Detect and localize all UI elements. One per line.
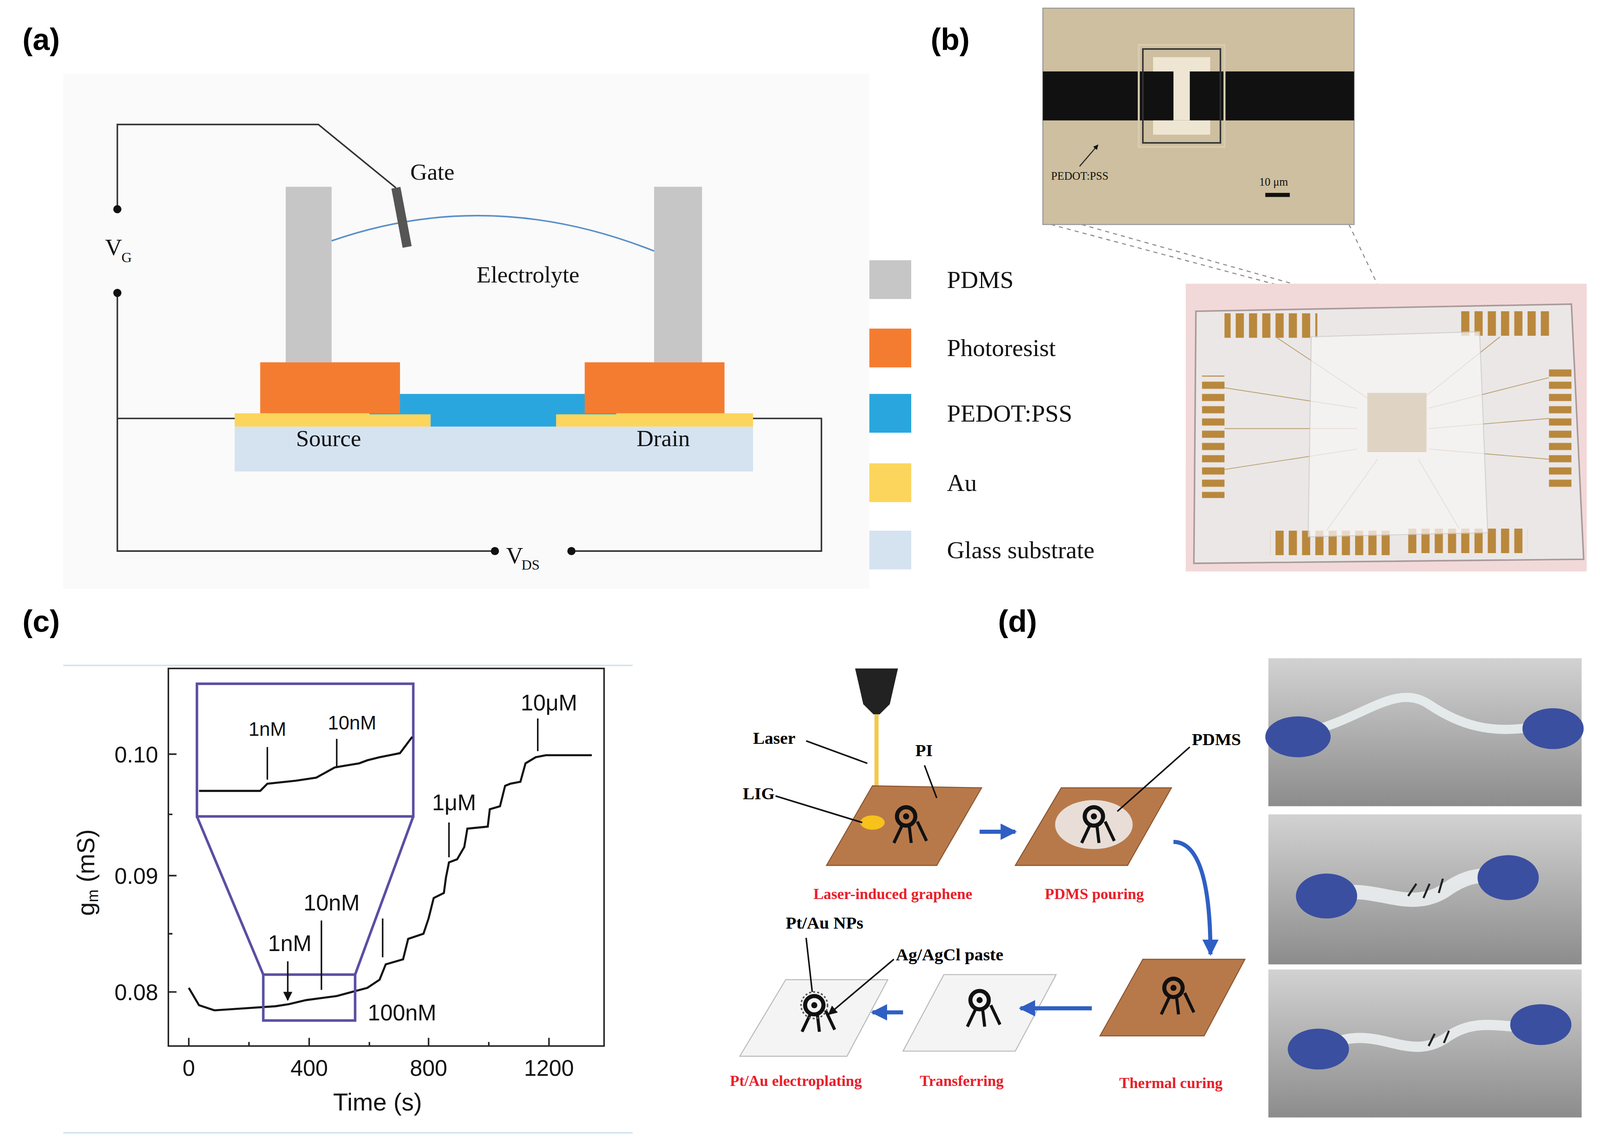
legend-text: PDMS: [947, 265, 1014, 294]
step-caption: Laser-induced graphene: [813, 884, 973, 903]
flexibility-photos: [1265, 658, 1584, 1118]
part-label: Ag/AgCl paste: [895, 945, 1004, 965]
axis-title-part: (mS): [71, 829, 100, 883]
concentration-label: 1μM: [432, 789, 477, 816]
part-label: PDMS: [1191, 729, 1242, 750]
legend-swatch: [869, 328, 912, 368]
concentration-label: 1nM: [248, 718, 287, 741]
legend-text: PEDOT:PSS: [947, 399, 1073, 428]
part-label: Laser: [753, 728, 796, 749]
process-arrow: [1173, 841, 1211, 954]
transconductance-chart: [63, 665, 633, 1133]
scale-bar-label: 10 μm: [1259, 175, 1288, 189]
legend-swatch: [869, 394, 912, 433]
panel-letter: (b): [930, 22, 970, 58]
axis-title-part: g: [71, 901, 100, 916]
legend-item: PEDOT:PSS: [869, 394, 1073, 433]
concentration-label: 10μM: [520, 689, 578, 716]
y-tick-label: 0.08: [114, 979, 159, 1006]
voltage-subscript: G: [121, 249, 132, 267]
legend-item: Glass substrate: [869, 530, 1095, 570]
process-step: PDMS pouring: [1015, 780, 1174, 904]
process-step: Thermal curing: [1091, 953, 1250, 1092]
device-photo: [1042, 8, 1587, 572]
step-caption: PDMS pouring: [1044, 884, 1144, 903]
process-step: Laser-induced graphene: [805, 780, 980, 904]
legend-text: Glass substrate: [947, 536, 1095, 564]
legend-text: Photoresist: [947, 334, 1056, 362]
process-arrow: [1020, 1005, 1092, 1011]
y-axis-title: gm (mS): [71, 829, 102, 916]
electrode-label: Source: [295, 425, 362, 453]
step-caption: Thermal curing: [1119, 1073, 1223, 1092]
fabrication-process: [739, 668, 1246, 1057]
x-tick-label: 1200: [523, 1054, 574, 1081]
process-step: Pt/Au electroplating: [719, 969, 873, 1091]
panel-letter: (d): [997, 604, 1037, 640]
y-tick-label: 0.09: [114, 863, 159, 890]
panel-letter: (c): [22, 604, 60, 640]
legend-text: Au: [947, 468, 978, 497]
part-label: Pt/Au NPs: [785, 913, 864, 934]
step-caption: Pt/Au electroplating: [729, 1071, 862, 1090]
concentration-label: 10nM: [327, 712, 377, 735]
concentration-label: 100nM: [367, 1000, 437, 1026]
voltage-symbol: V: [105, 234, 123, 262]
legend-item: PDMS: [869, 260, 1014, 299]
x-axis-title: Time (s): [333, 1087, 422, 1117]
legend-swatch: [869, 260, 912, 299]
y-tick-label: 0.10: [114, 741, 159, 768]
oect-schematic: [63, 73, 870, 590]
gate-label: Gate: [410, 158, 455, 187]
x-tick-label: 400: [290, 1054, 329, 1081]
voltage-subscript: DS: [521, 557, 540, 574]
legend-item: Photoresist: [869, 328, 1056, 368]
x-tick-label: 0: [182, 1054, 196, 1081]
panel-letter: (a): [22, 22, 60, 58]
step-caption: Transferring: [919, 1071, 1004, 1090]
concentration-label: 1nM: [268, 930, 312, 957]
electrode-label: Drain: [636, 425, 690, 453]
legend-swatch: [869, 530, 912, 570]
process-step: Transferring: [903, 969, 1021, 1091]
process-arrow: [872, 1010, 903, 1015]
electrolyte-label: Electrolyte: [476, 262, 580, 290]
voltage-symbol: V: [506, 542, 524, 570]
inset-label: PEDOT:PSS: [1051, 169, 1109, 183]
part-label: LIG: [742, 783, 775, 804]
x-tick-label: 800: [409, 1054, 448, 1081]
concentration-label: 10nM: [303, 889, 360, 916]
process-arrow: [979, 829, 1016, 834]
axis-subscript: m: [84, 889, 102, 902]
legend-item: Au: [869, 463, 977, 503]
legend-swatch: [869, 463, 912, 503]
part-label: PI: [915, 740, 933, 761]
